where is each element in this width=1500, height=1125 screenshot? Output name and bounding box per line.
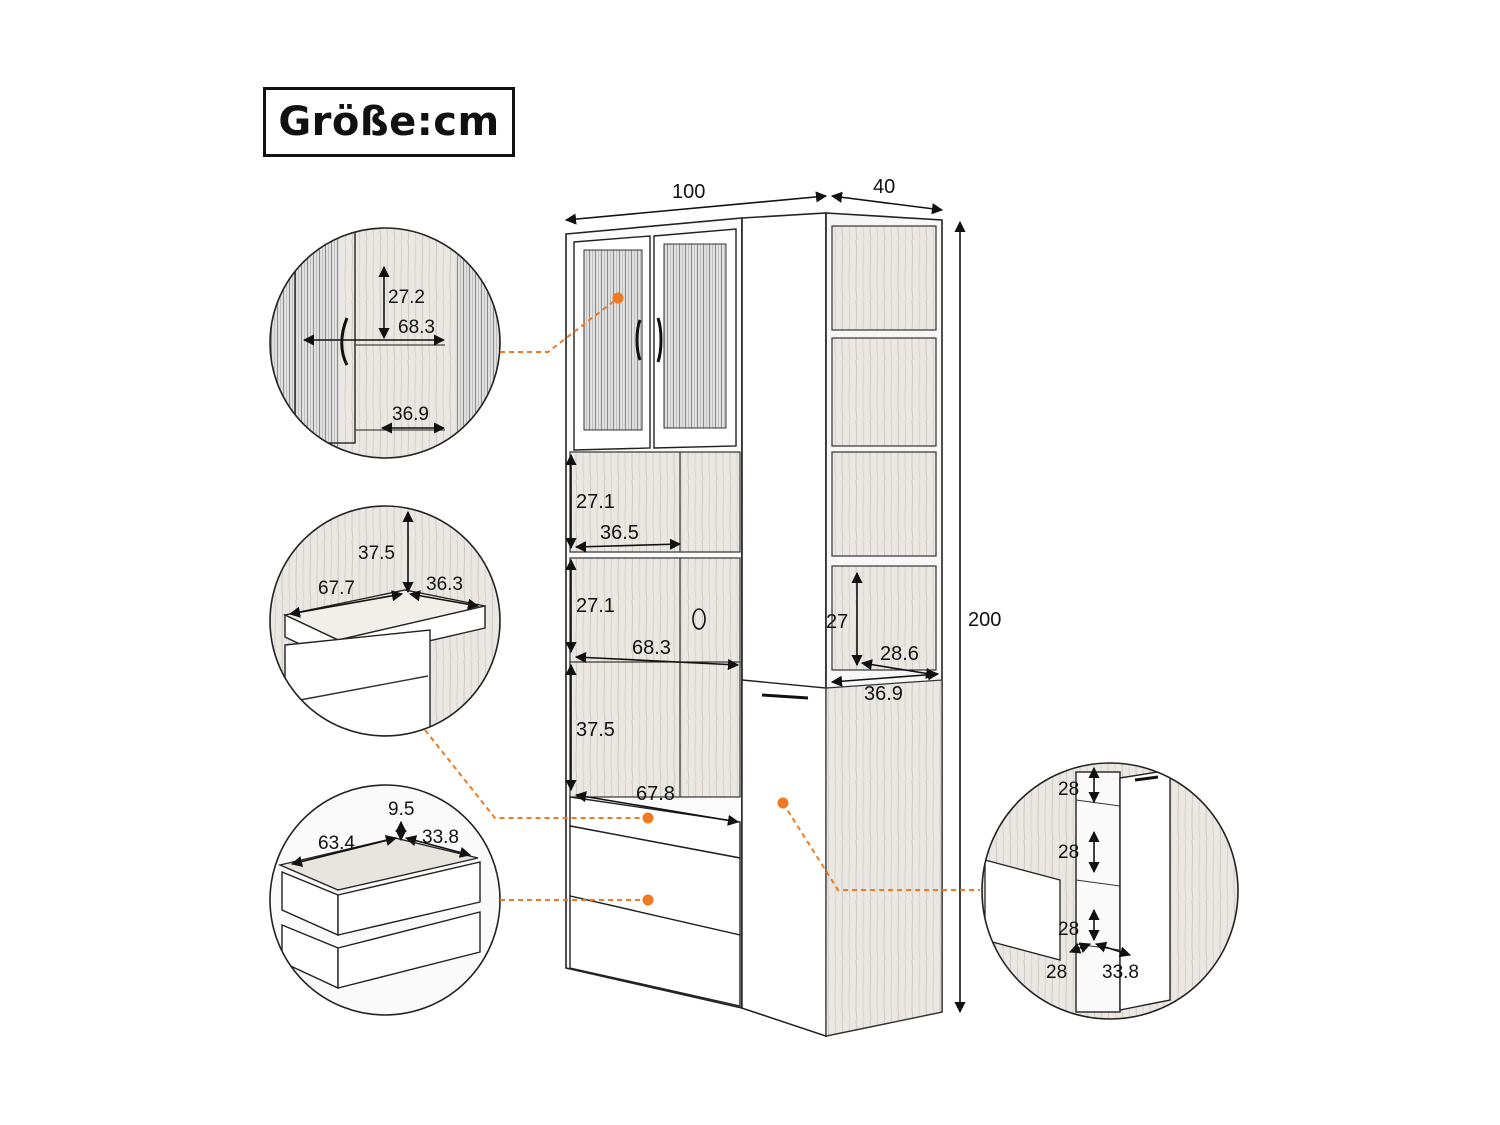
overall-dimensions [564,191,966,1014]
right-side-shelves [825,225,943,1037]
glass-shelf-depth: 36.9 [392,404,429,425]
pullout-depth: 36.3 [426,574,463,595]
side-rack-width: 28 [1046,962,1067,983]
pullout-height: 37.5 [358,543,395,564]
side-rack-shelf1: 28 [1058,779,1079,800]
callout-dots [612,292,789,906]
side-rack-shelf3: 28 [1058,919,1079,940]
shelf2-height: 27.1 [576,595,615,617]
shelf3-height: 37.5 [576,719,615,741]
pullout-door [741,679,827,1037]
shelf1-height: 27.1 [576,491,615,513]
drawer-height: 9.5 [388,799,414,820]
side-rack-shelf2: 28 [1058,842,1079,863]
side-shelf-depth: 36.9 [864,683,903,705]
side-shelf-width: 28.6 [880,643,919,665]
shelf-dimension-lines [565,453,940,826]
detail-side-rack: 28 28 28 28 33.8 [981,762,1239,1020]
shelf1-depth: 36.5 [600,522,639,544]
size-unit-title: Größe:cm [263,87,515,157]
glass-shelf-height: 27.2 [388,287,425,308]
detail-pullout-shelf: 37.5 67.7 36.3 [269,505,501,737]
detail-drawer: 9.5 63.4 33.8 [269,784,501,1016]
detail-glass-cabinet: 27.2 68.3 36.9 [269,227,501,459]
drawer-width: 63.4 [318,833,355,854]
overall-depth-label: 40 [873,176,895,198]
bottom-drawers [569,796,741,1007]
side-shelf-height: 27 [826,611,848,633]
glass-doors [573,228,737,451]
shelf2-width: 68.3 [632,637,671,659]
callout-leaders [424,297,980,901]
shelf3-width: 67.8 [636,783,675,805]
side-rack-depth: 33.8 [1102,962,1139,983]
left-open-shelves [569,451,741,798]
pullout-width: 67.7 [318,578,355,599]
glass-shelf-width: 68.3 [398,317,435,338]
overall-width-label: 100 [672,181,705,203]
drawer-depth: 33.8 [422,827,459,848]
overall-height-label: 200 [968,609,1001,631]
